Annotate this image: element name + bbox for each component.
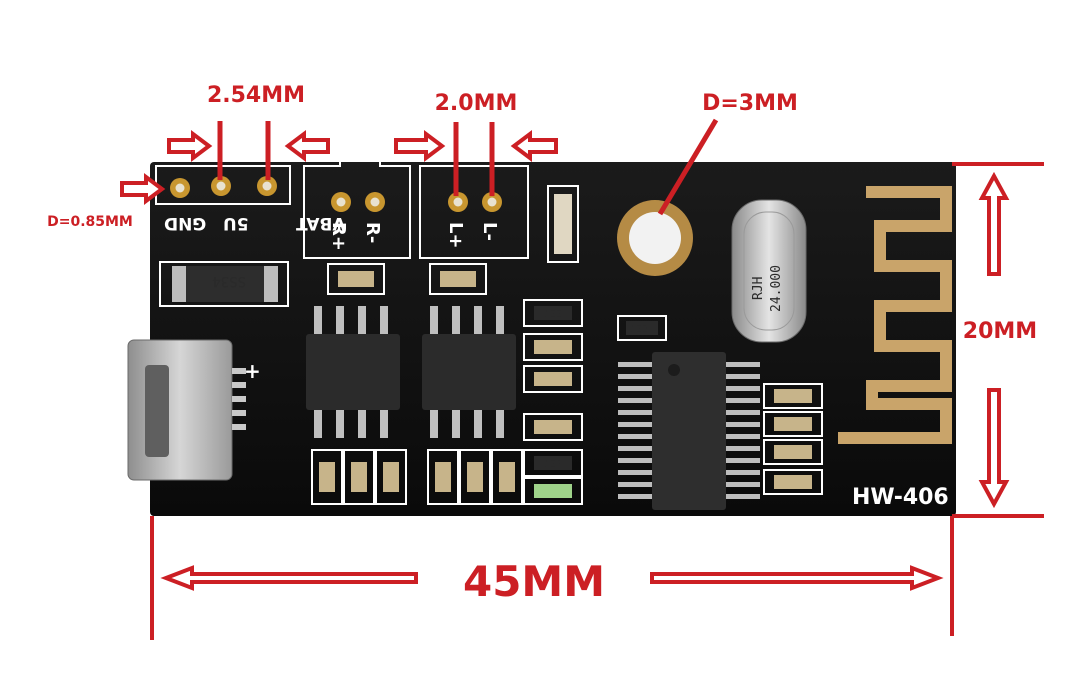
arrow-pitch-20-left [394,130,446,162]
pcb: GND 5U VBAT R+ R- L+ L- SS34 + [127,159,956,516]
label-vbat: VBAT [296,213,346,233]
arrow-pitch-254-left [167,130,213,162]
crystal-frequency: 24.000 [769,265,784,312]
arrow-height-up [978,171,1010,276]
crystal-oscillator: RJH 24.000 [731,199,807,343]
model-label: HW-406 [852,485,949,510]
amp-chip-left [306,306,400,438]
label-5u: 5U [223,213,249,233]
resistor-code-100: 100 [544,309,562,320]
crystal-brand: RJH [751,277,766,300]
resistor-code-103: 103 [630,324,648,335]
arrow-width-right [650,565,944,591]
micro-usb-port[interactable]: + [127,339,261,481]
label-l-plus: L+ [445,222,466,249]
label-gnd: GND [164,213,206,233]
annotations [120,118,1044,640]
arrow-pin-hole [120,173,166,205]
mount-hole [617,200,693,276]
smd-components [311,185,823,505]
label-l-minus: L- [479,222,500,241]
antenna-trace [838,186,952,444]
label-mount-hole: D=3MM [702,91,798,116]
label-width: 45MM [463,557,605,606]
header-pins [170,176,277,198]
leader-mount-hole [657,118,719,216]
diode-ss34: SS34 [159,261,289,307]
label-height: 20MM [963,319,1037,344]
arrow-pitch-254-right [284,130,330,162]
arrow-pitch-20-right [510,130,558,162]
plus-mark: + [244,359,261,383]
label-r-plus: R+ [328,222,349,251]
speaker-pads [331,192,502,212]
arrow-width-left [160,565,418,591]
amp-chip-right [422,306,516,438]
diode-label: SS34 [212,273,246,289]
l-connector-outline [419,165,529,259]
smd-parts [319,194,812,498]
r-connector-outline [303,159,411,259]
bluetooth-chip [618,352,760,510]
label-pitch-20: 2.0MM [435,91,518,116]
label-pitch-254: 2.54MM [207,83,305,108]
label-r-minus: R- [362,222,383,243]
label-pin-hole: D=0.85MM [47,214,133,230]
arrow-height-down [978,388,1010,509]
resistor-code-102: 102 [544,459,562,470]
